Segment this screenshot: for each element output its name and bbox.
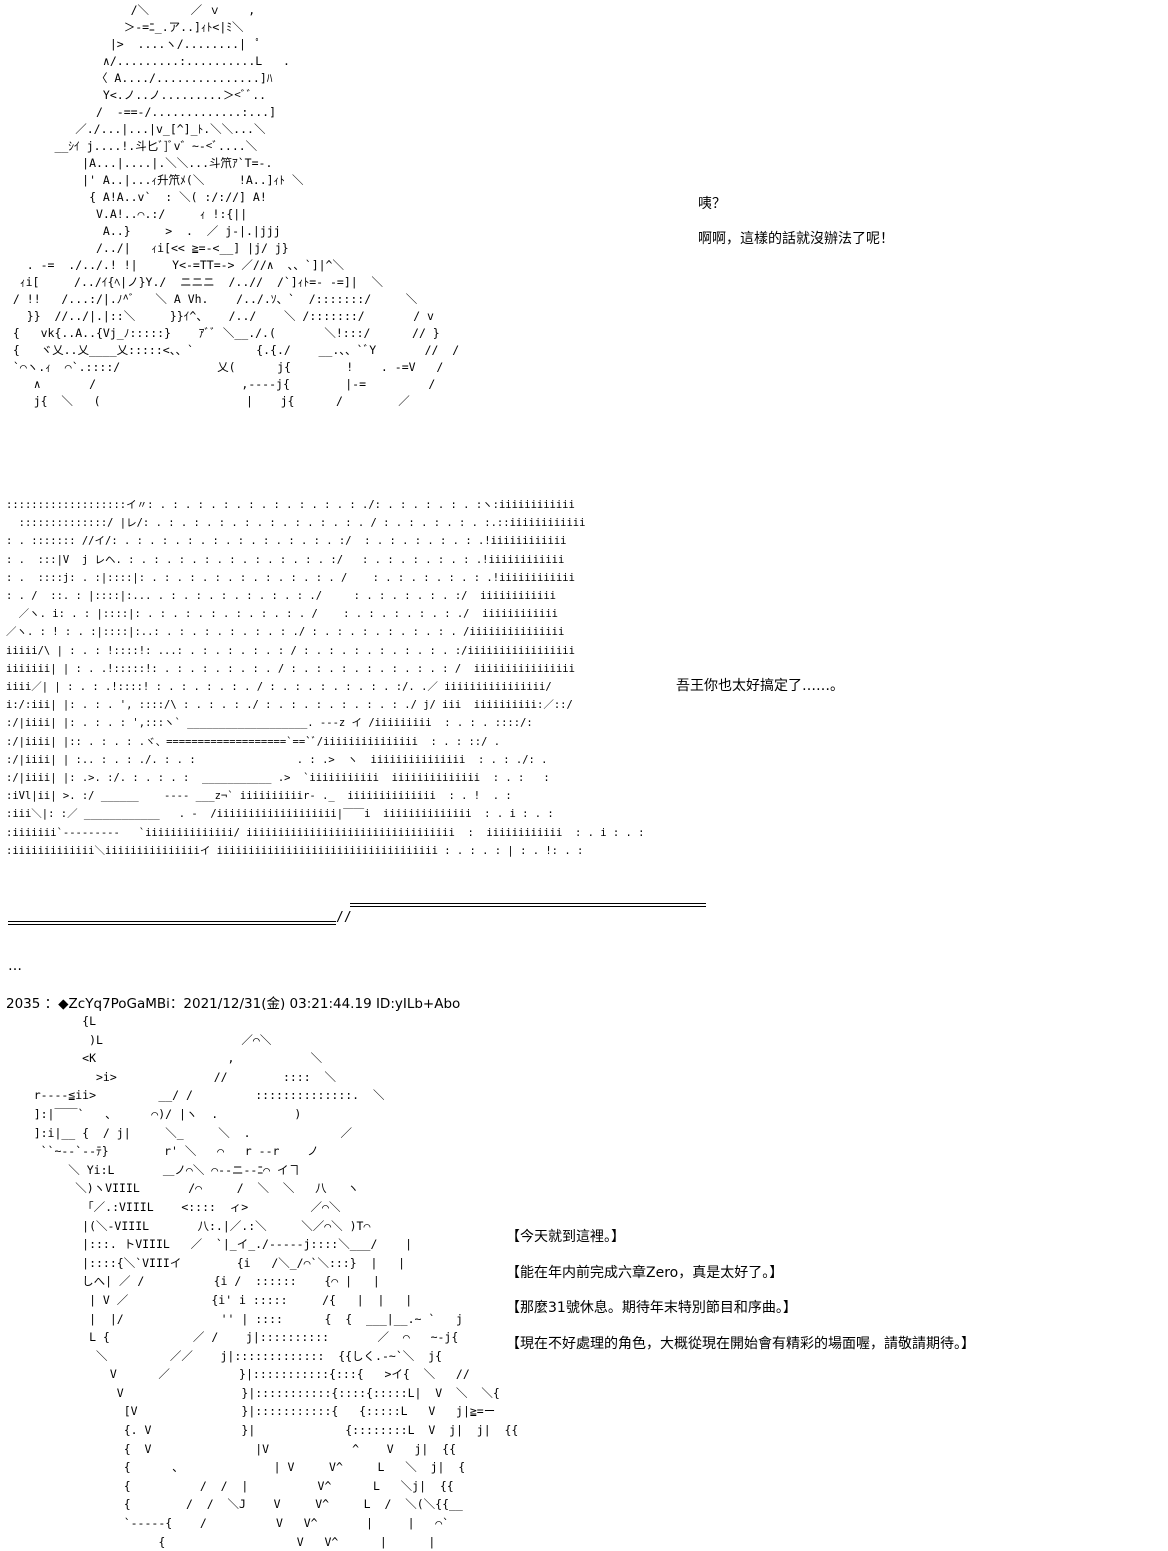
ascii-art-line: ]:|￣￣` 、 ⌒)/ |ヽ . ) [6,1106,302,1121]
ascii-art-line: V.A!..⌒.:/ ｨ !:{|| [6,207,248,221]
ascii-art-line: { A!A..v` : ＼( :/://] A! [6,190,267,204]
ascii-art-line: . -= ./../.! !| Y<-=TT=-> ／//∧ 、、`]|^＼ [6,258,344,272]
separator-line-lower [8,921,336,925]
ascii-art-line: ｨi[ /../ｲ{ﾍ|ノ}Y./ ニニニ /..// /`]ｨﾄ=- -=]|… [6,275,384,289]
ascii-art-line: {L [6,1014,97,1028]
dialogue-bottom-line1: 【今天就到這裡。】 [506,1229,625,1245]
ascii-art-line: `-----{ / V V^ | | ⌒` [6,1516,450,1531]
ascii-art-line: |(＼-VIIIL 八:.|／.:＼ ＼／⌒＼ )T⌒ [6,1218,371,1233]
ascii-art-line: L { ／ / j|:::::::::: ／ ⌒ ~-j{ [6,1330,459,1345]
ascii-art-line: { V V^ | | [6,1534,436,1549]
ascii-art-line: { 、 | V V^ L ＼ j| { [6,1460,466,1475]
ascii-art-line: : . / ::. : |::::|:... . : . : . : . : .… [6,590,556,603]
separator-line-upper [350,903,706,907]
ascii-art-line: ＼)ヽVIIIL /⌒ / ＼ ＼ 八 ヽ [6,1181,359,1196]
ascii-art-line: [V }|:::::::::::{ {:::::L V j|≧=ー [6,1404,496,1419]
ascii-art-line: __ｼｲ j....!.斗匕ﾞ]ﾞv゛~-<ﾞ....＼ [6,139,258,153]
ascii-art-top: /＼ ／ ｖ , ＞-=ﾆ_.ア..]ｨﾄ<|ﾐ＼ |> ....ヽ/.....… [6,2,459,410]
ascii-art-line: iiiiiii| | : . .!:::::!: . : . : . : . :… [6,662,575,675]
ascii-art-line: |::::{＼`VIIIイ {i /＼_/⌒`＼:::} | | [6,1255,406,1270]
ascii-art-line: ／ヽ. i: . : |::::|: . : . : . : . : . : .… [6,608,559,621]
ascii-art-line: |:::. トVIIIL ／ `|_イ_./-----j::::＼___/ | [6,1237,413,1252]
ascii-art-line: 〈 A..../...............]ﾊ [6,71,273,85]
ascii-art-line: :/|iiii| |: .>. :/. : . : . : __________… [6,772,550,785]
ascii-art-line: ``~--`--ﾃ} r' ＼ ⌒ r --r ノ [6,1144,319,1159]
dialogue-top-line2: 啊啊，這樣的話就沒辦法了呢！ [698,231,894,247]
ascii-art-line: { ヾ乂..乂____乂:::::<、、` {.{./ __.、、`ﾞY // … [6,343,460,357]
ascii-art-line: しへ| ／ / {i / :::::: {⌒ | | [6,1274,380,1289]
ascii-art-line: r----≦ii> __/ / ::::::::::::::. ＼ [6,1088,385,1103]
ascii-art-line: Y<.ノ..ノ.........＞<ﾞﾞ.. [6,88,267,102]
dialogue-bottom-line2: 【能在年内前完成六章Zero，真是太好了。】 [506,1265,784,1281]
ascii-art-line: :/|iiii| | :.. : . : ./. : . : . : .> ヽ … [6,753,548,766]
ascii-art-line: :iiiiiiiiiiiii＼iiiiiiiiiiiiiiiイ iiiiiiii… [6,844,584,857]
ascii-art-line: i:/:iii| |: . : . ', ::::/\ : . : . : ./… [6,699,573,712]
ascii-art-line: ∧/.........:..........L . [6,54,290,68]
ellipsis-text: … [8,958,22,974]
ascii-art-line: :/|iiii| |:: . : . : .ヾ、================… [6,735,501,748]
ascii-art-line: :iVl|ii| >. :/ ______ ---- ___z¬` iiiiii… [6,790,512,803]
ascii-art-line: :/|iiii| |: . : . : ',:::ヽ` ____________… [6,717,533,730]
ascii-art-line: )L ／⌒＼ [6,1032,272,1047]
ascii-art-line: ]:i|__ { / j| ＼_ ＼ . ／ [6,1125,353,1140]
ascii-art-line: |' A..|...ｨ升笊ﾒ(＼ !A..]ｨﾄ ＼ [6,173,304,187]
ascii-art-middle: :::::::::::::::::::イ〃: . : . : . : . : .… [6,496,644,860]
ascii-art-line: /../| ｨi[<< ≧=-<__] |j/ j} [6,241,289,255]
ascii-art-line: <K , ＼ [6,1051,323,1066]
dialogue-bottom-line3: 【那麼31號休息。期待年末特別節目和序曲。】 [506,1300,797,1316]
ascii-art-line: :iiiiiii`--------- `iiiiiiiiiiiiii/ iiii… [6,826,645,839]
ascii-art-line: >i> // :::: ＼ [6,1069,336,1084]
ascii-art-line: ＞-=ﾆ_.ア..]ｨﾄ<|ﾐ＼ [6,20,244,34]
ascii-art-line: / -==-/.............:...] [6,105,277,119]
ascii-art-line: { / / | V^ L ＼j| {{ [6,1478,454,1493]
ascii-art-line: /＼ ／ ｖ , [6,3,256,17]
ascii-art-line: ／ヽ. : ! : . :|::::|:..: . : . : . : . : … [6,626,565,639]
ascii-art-line: iiiii/\ | : . : !::::!: ...: . : . : . :… [6,644,575,657]
ascii-art-line: iiii／| | : . : .!::::! : . : . : . : . /… [6,681,552,694]
separator-slash: // [336,910,352,925]
ascii-art-line: ∧ / ,----j{ |-= / [6,377,436,391]
ascii-art-line: `⌒ヽ.ｨ ⌒`.::::/ 乂( j{ ! . -=V / [6,360,444,374]
dialogue-bottom-line4: 【現在不好處理的角色，大概從現在開始會有精彩的場面喔，請敬請期待。】 [506,1336,975,1352]
post-header: 2035 ：◆ZcYq7PoGaMBi：2021/12/31(金) 03:21:… [6,996,461,1012]
ascii-art-line: / !! /...:/|.ﾉ^ﾞ ＼ A Vh. /../.ｿ、` /:::::… [6,292,418,306]
ascii-art-line: ＼ ／／ j|::::::::::::: {{しく.-~`＼ j{ [6,1348,442,1363]
ascii-art-line: ／./...|...|v_[^]_ﾄ.＼＼...＼ [6,122,266,136]
ascii-art-line: A..} > . ／ j-|.|jjj [6,224,281,238]
ascii-art-line: V }|:::::::::::{::::{:::::L| V ＼ ＼{ [6,1385,500,1400]
ascii-art-line: |> ....ヽ/........| ﾟ [6,37,262,51]
ascii-art-line: {. V }| {::::::::L V j| j| {{ [6,1423,519,1438]
ascii-art-line: { / / ＼J V V^ L / ＼(＼{{__ [6,1497,463,1512]
ascii-art-line: : . :::|V j レヘ. : . : . : . : . : . : . … [6,553,565,566]
ascii-art-line: :iii＼|: :／ ____________ . - /iiiiiiiiiii… [6,808,554,821]
dialogue-top-line1: 咦？ [698,196,726,212]
ascii-art-line: 「／.:VIIIL <:::: ィ> ／⌒＼ [6,1199,341,1214]
ascii-art-line: V ／ }|:::::::::::{:::{ >イ{ ＼ // [6,1367,470,1382]
ascii-art-line: :::::::::::::::::::イ〃: . : . : . : . : .… [6,499,575,511]
ascii-art-line: |A...|....|.＼＼...斗笊ｱ`T=-. [6,156,273,170]
ascii-art-line: j{ ＼ ( | j{ / ／ [6,394,410,408]
ascii-art-line: { vk{..A..{Vj_ﾉ:::::} ｱﾞﾞ ＼__./.( ＼!:::/… [6,326,440,340]
ascii-art-line: { V |V ^ V j| {{ [6,1441,457,1456]
ascii-art-line: ＼ Yi:L ＿ノ⌒＼ ⌒--ニ--ﾆ⌒ イヿ [6,1162,300,1177]
ascii-art-line: : . ::::j: . :|::::|: . : . : . : . : . … [6,571,575,584]
ascii-art-bottom: {L )L ／⌒＼ <K , ＼ >i> // :::: ＼ r----≦ii>… [6,1012,519,1551]
ascii-art-line: | |/ '' | :::: { { ___|__.~ ` j [6,1311,463,1326]
dialogue-middle-line1: 吾王你也太好搞定了……。 [676,678,844,694]
ascii-art-line: }} //../|.|::＼ }}ｲ^、 /../ ＼ /:::::::/ / … [6,309,434,323]
ascii-art-line: : . ::::::: //イ/: . : . : . : . : . : . … [6,535,567,548]
ascii-art-line: ::::::::::::::/ |レ/: . : . : . : . : . :… [6,517,586,530]
ascii-art-line: | V ／ {i' i ::::: /{ | | | [6,1292,413,1307]
